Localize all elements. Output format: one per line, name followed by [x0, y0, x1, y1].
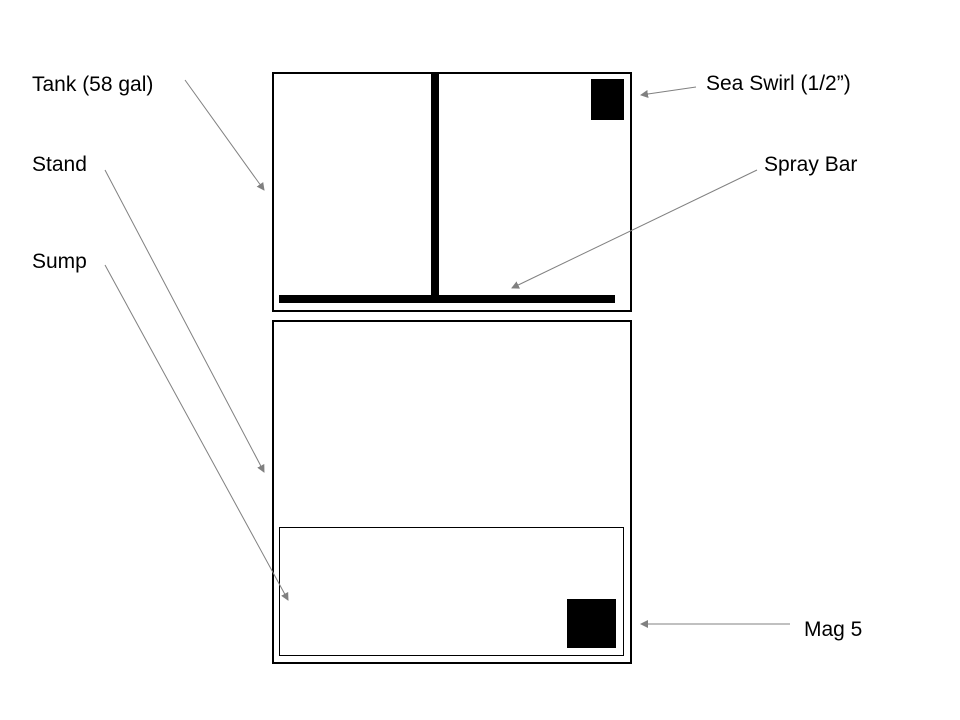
sump-arrow: [104, 264, 289, 601]
sump: [279, 527, 624, 656]
tank-label: Tank (58 gal): [32, 73, 154, 96]
mag5-label: Mag 5: [804, 618, 863, 641]
tank-arrow: [184, 79, 265, 191]
mag5-pump: [567, 599, 616, 648]
tank: [272, 72, 632, 312]
sea-swirl: [591, 79, 624, 120]
sump-label: Sump: [32, 250, 87, 273]
sea-swirl-label: Sea Swirl (1/2”): [706, 72, 851, 95]
stand-label: Stand: [32, 153, 87, 176]
spray-bar: [279, 295, 615, 303]
overflow-pipe: [431, 73, 439, 297]
spray-bar-arrow: [511, 169, 758, 289]
spray-bar-label: Spray Bar: [764, 153, 858, 176]
sea-swirl-arrow: [640, 86, 697, 98]
stand-arrow: [104, 169, 265, 473]
